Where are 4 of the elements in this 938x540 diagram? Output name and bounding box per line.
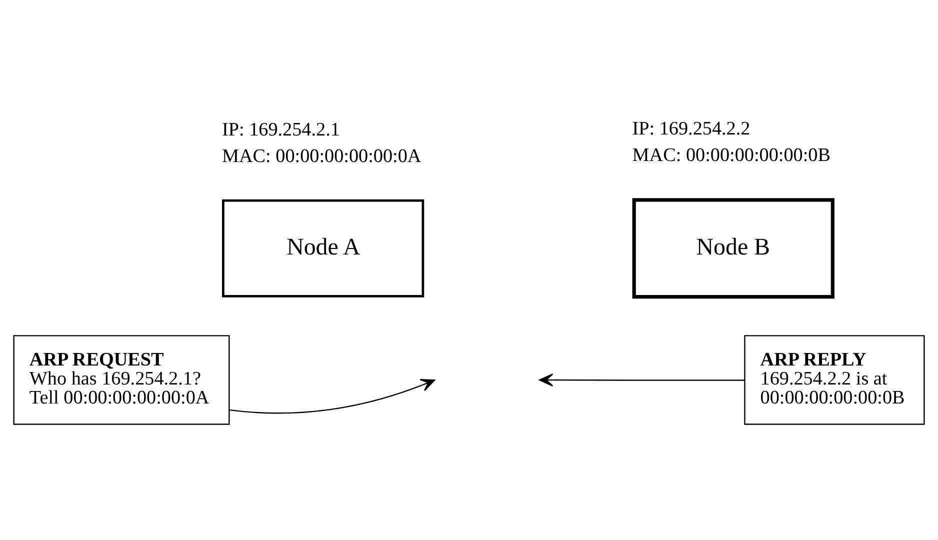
node-label: MAC: 00:00:00:00:00:0B	[632, 144, 830, 166]
node-label: MAC: 00:00:00:00:00:0A	[222, 146, 422, 166]
node-label: IP: 169.254.2.1	[222, 119, 340, 140]
node-label: IP: 169.254.2.2	[632, 118, 750, 139]
